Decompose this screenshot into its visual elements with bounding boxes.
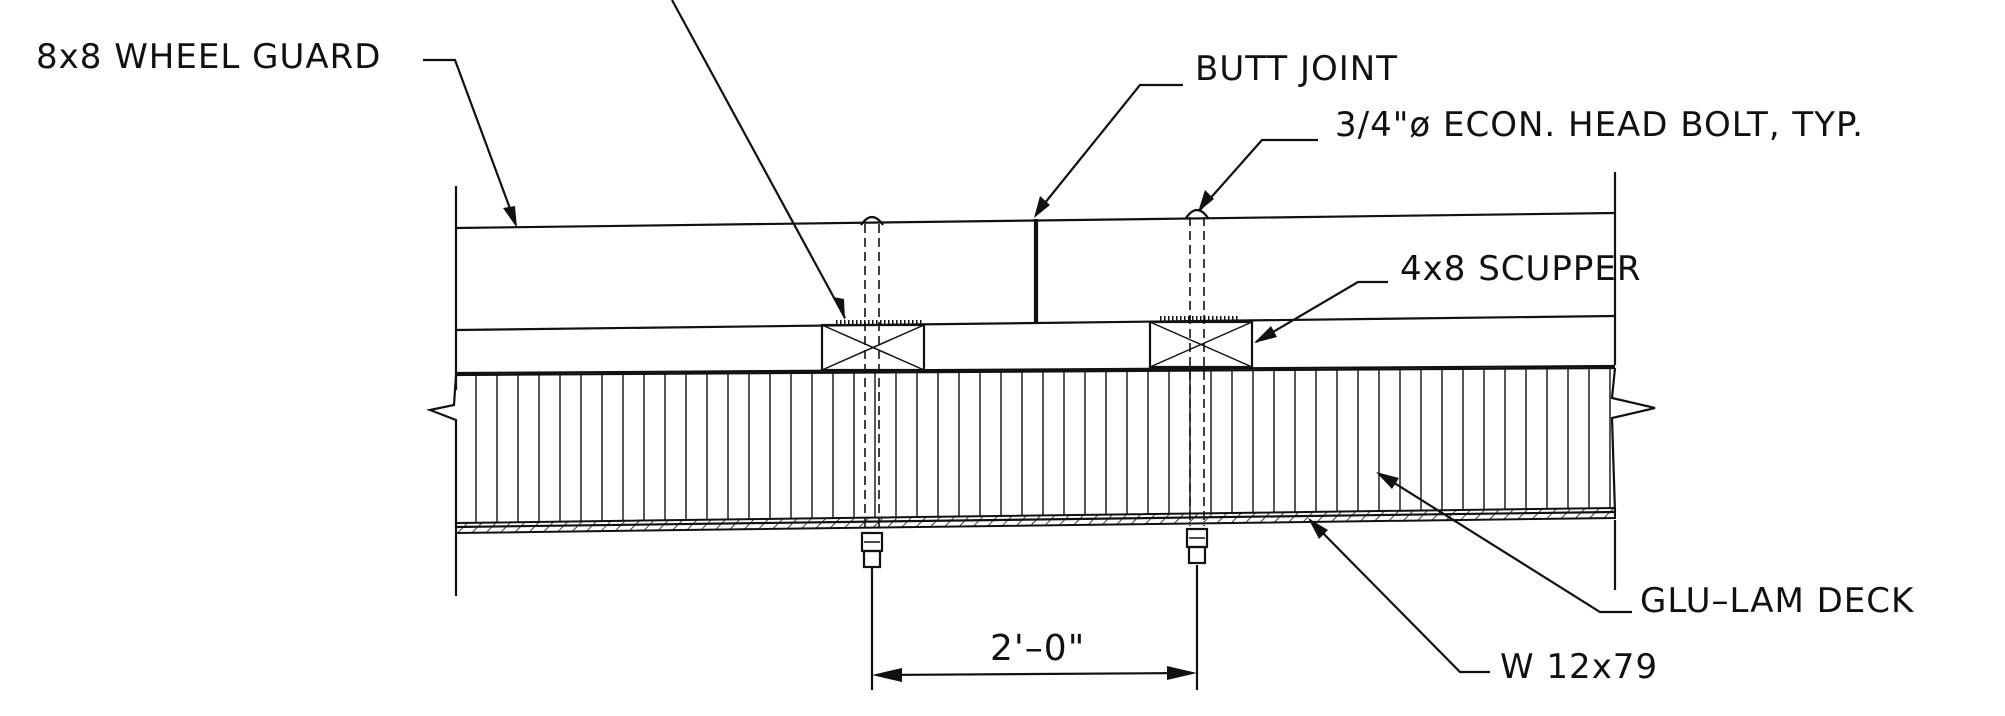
bolt-left [860,215,884,569]
bolt-label: 3/4"ø ECON. HEAD BOLT, TYP. [1335,105,1864,145]
wheel-guard-timber [455,211,1616,324]
scupper-block-left [820,320,926,372]
spacing-dimension-text: 2'–0" [990,628,1085,669]
glulam-deck-label: GLU–LAM DECK [1640,581,1915,621]
scupper-block-right [1148,316,1254,369]
scupper-layer [455,314,1616,375]
beam-label: W 12x79 [1500,647,1658,687]
steel-beam-flange [455,506,1616,535]
scupper-label: 4x8 SCUPPER [1400,249,1642,289]
spacing-dimension: 2'–0" [870,565,1199,690]
section-edge-lines [454,172,1617,596]
leader-lines [423,0,1632,674]
butt-joint-label: BUTT JOINT [1195,49,1398,89]
wheel-guard-label: 8x8 WHEEL GUARD [36,37,381,77]
bolt-right [1185,208,1209,565]
glulam-deck [475,368,1611,523]
